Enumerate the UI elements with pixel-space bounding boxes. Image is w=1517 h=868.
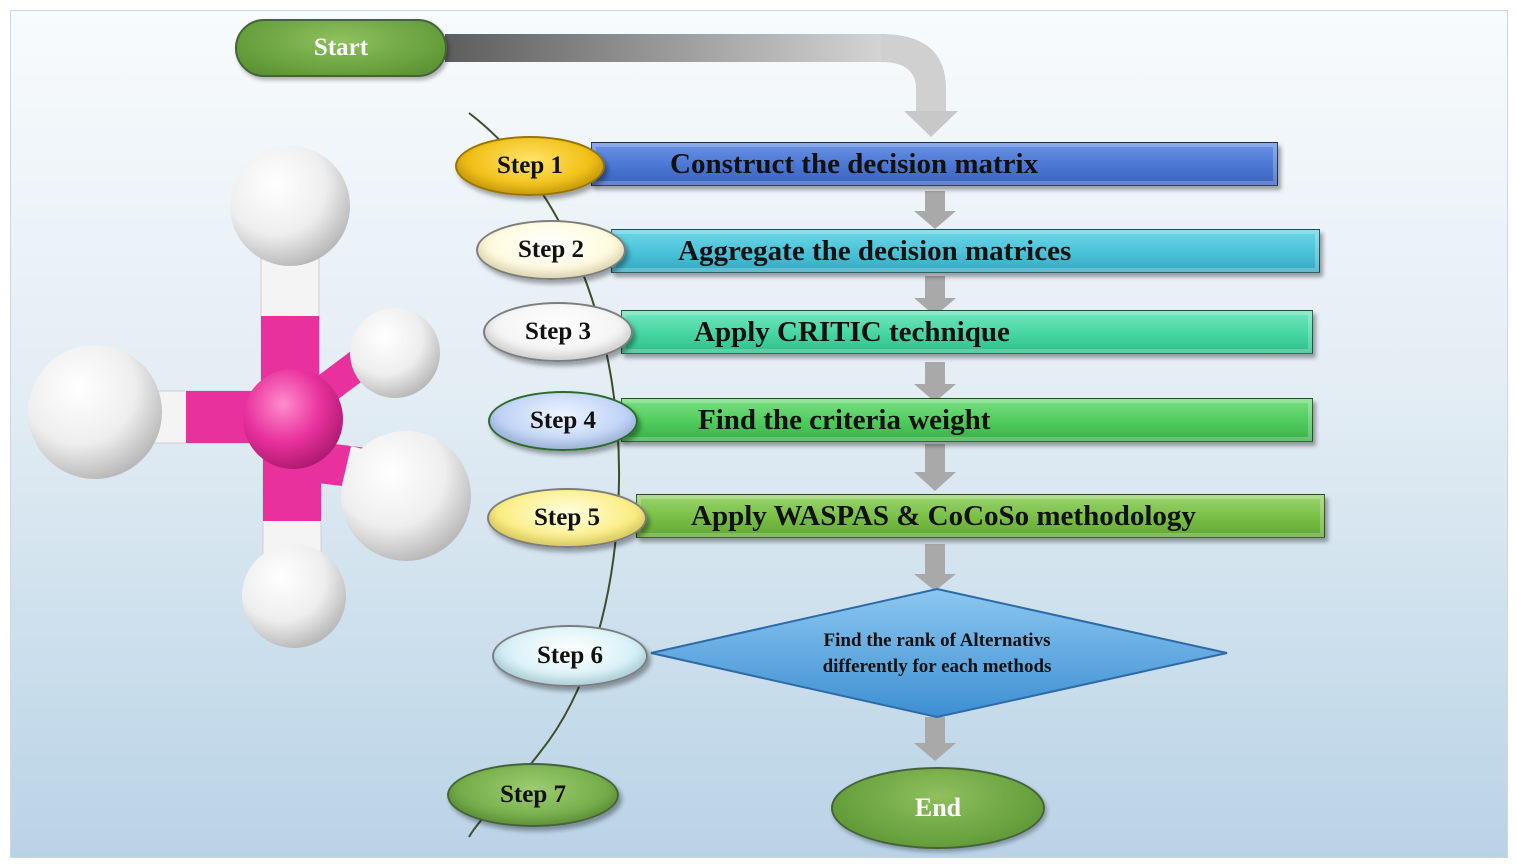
graphics-layer [28, 34, 1228, 838]
molecule-atom-lower-right [341, 431, 471, 561]
step-7-oval: Step 7 [447, 763, 619, 827]
molecule-center-atom [243, 369, 343, 469]
step-6-decision-text: Find the rank of Alternativs differently… [731, 628, 1143, 680]
step-1-bar: Construct the decision matrix [591, 142, 1278, 186]
arrow-6-end [914, 717, 956, 761]
step-2-text: Aggregate the decision matrices [678, 235, 1072, 267]
step-3-text: Apply CRITIC technique [694, 316, 1010, 348]
step-6-text-line-2: differently for each methods [822, 656, 1052, 677]
molecule-atom-bottom [242, 544, 346, 648]
start-arrow [445, 34, 958, 137]
molecule-atom-left [28, 345, 162, 479]
step-6-oval: Step 6 [492, 625, 648, 687]
step-2-oval: Step 2 [476, 220, 626, 280]
arrow-3-4 [914, 362, 956, 402]
arrow-1-2 [914, 191, 956, 229]
step-5-bar: Apply WASPAS & CoCoSo methodology [636, 494, 1325, 538]
start-node: Start [235, 19, 447, 77]
molecule-model [28, 146, 471, 648]
arrow-5-6 [914, 544, 956, 591]
step-1-label: Step 1 [497, 152, 563, 179]
start-label: Start [313, 34, 369, 61]
step-4-label: Step 4 [530, 407, 596, 434]
arrow-4-5 [914, 444, 956, 491]
arrow-2-3 [914, 276, 956, 316]
flowchart-canvas: Start Construct the decision matrix Aggr… [10, 10, 1508, 858]
end-label: End [914, 793, 962, 822]
step-2-label: Step 2 [518, 236, 584, 263]
step-5-text: Apply WASPAS & CoCoSo methodology [691, 500, 1196, 532]
step-3-oval: Step 3 [483, 302, 633, 362]
step-5-oval: Step 5 [487, 488, 647, 548]
step-7-label: Step 7 [500, 781, 566, 808]
molecule-atom-upper-right [350, 308, 440, 398]
step-1-oval: Step 1 [455, 136, 605, 196]
step-2-bar: Aggregate the decision matrices [611, 229, 1320, 273]
step-1-text: Construct the decision matrix [670, 148, 1039, 180]
step-4-bar: Find the criteria weight [621, 398, 1313, 442]
step-3-label: Step 3 [525, 318, 591, 345]
step-4-text: Find the criteria weight [698, 404, 991, 436]
step-4-oval: Step 4 [488, 391, 638, 451]
rank-decision-diamond [650, 587, 1228, 719]
end-node: End [831, 767, 1045, 849]
molecule-atom-top [230, 146, 350, 266]
step-6-text-line-1: Find the rank of Alternativs [823, 630, 1051, 651]
down-arrows [914, 191, 956, 761]
step-3-bar: Apply CRITIC technique [621, 310, 1313, 354]
step-6-label: Step 6 [537, 642, 603, 669]
step-5-label: Step 5 [534, 504, 600, 531]
